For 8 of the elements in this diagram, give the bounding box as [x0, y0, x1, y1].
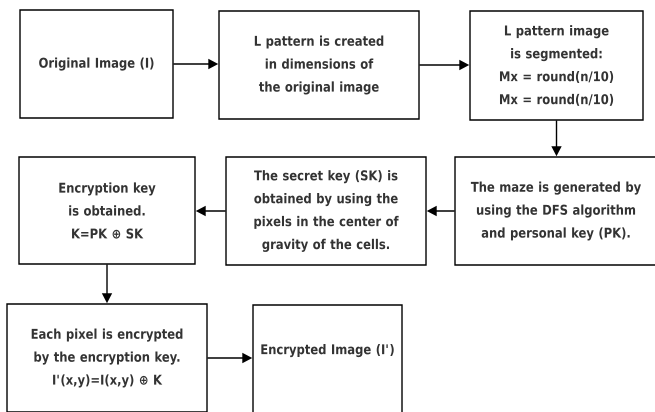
process-box: Encryption key is obtained. K=PK ⊕ SK — [18, 156, 196, 265]
process-box: Each pixel is encrypted by the encryption key. I'(x,y)=I(x,y) ⊕ K — [6, 303, 208, 412]
process-box: The secret key (SK) is obtained by using the pixels in the center of gravity of the cells. — [225, 156, 427, 266]
process-box: The maze is generated by using the DFS algorithm and personal key (PK). — [454, 156, 655, 266]
process-box: L pattern is created in dimensions of the original image — [218, 10, 420, 120]
process-box: Original Image (I) — [19, 9, 174, 119]
process-box: Encrypted Image (I') — [252, 304, 403, 412]
process-box: L pattern image is segmented: Mx = round(n/10) Mx = round(n/10) — [469, 10, 644, 121]
